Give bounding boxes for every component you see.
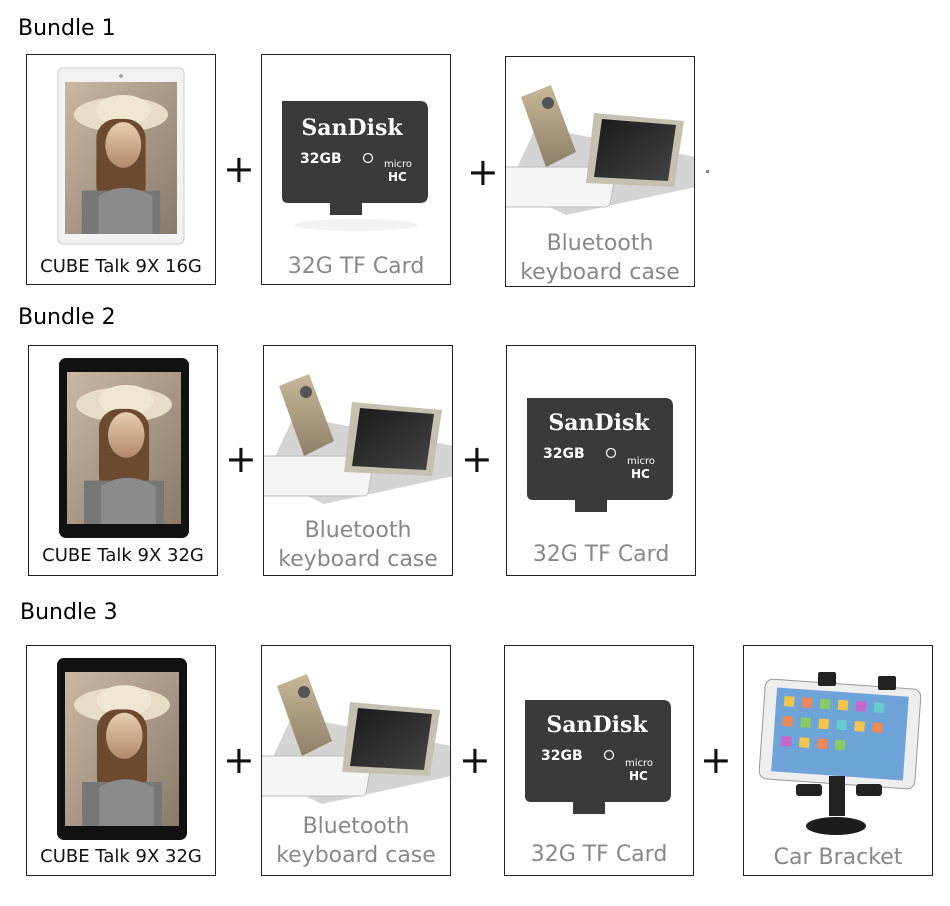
keyboard-case-image	[264, 374, 452, 504]
bundle-1-title: Bundle 1	[18, 16, 116, 41]
tablet-32g-label: CUBE Talk 9X 32G	[40, 846, 202, 867]
sd-brand-text: SanDisk	[301, 115, 403, 141]
keyboard-case-label: Bluetooth keyboard case	[276, 814, 436, 868]
sd-card-card[interactable]: SanDisk 32GB micro HC 32G TF Card	[504, 645, 694, 876]
svg-text:HC: HC	[631, 467, 650, 481]
tablet-black-card[interactable]: CUBE Talk 9X 32G	[28, 345, 218, 576]
car-bracket-card[interactable]: Car Bracket	[743, 645, 933, 876]
plus-sign: +	[461, 437, 493, 481]
keyboard-case-card[interactable]: Bluetooth keyboard case	[261, 645, 451, 876]
svg-text:micro: micro	[627, 456, 655, 467]
stray-dot	[706, 170, 709, 173]
svg-text:32GB: 32GB	[543, 446, 585, 462]
sd-card-card[interactable]: SanDisk 32GB micro HC 32G TF Card	[261, 54, 451, 285]
sd-card-image: SanDisk 32GB micro HC	[527, 398, 673, 512]
svg-text:micro: micro	[384, 159, 412, 170]
svg-text:32GB: 32GB	[541, 748, 583, 764]
keyboard-case-label: Bluetooth keyboard case	[520, 231, 680, 285]
tablet-white-image	[57, 67, 185, 245]
sd-card-image: SanDisk 32GB micro HC	[282, 101, 428, 231]
sd-card-image: SanDisk 32GB micro HC	[525, 700, 671, 814]
plus-sign: +	[223, 738, 255, 782]
keyboard-case-image	[506, 85, 694, 215]
svg-text:HC: HC	[629, 769, 648, 783]
tablet-32g-label: CUBE Talk 9X 32G	[42, 545, 204, 566]
keyboard-case-card[interactable]: Bluetooth keyboard case	[263, 345, 453, 576]
tablet-black-card[interactable]: CUBE Talk 9X 32G	[26, 645, 216, 876]
tablet-black-image	[59, 358, 189, 538]
plus-sign: +	[467, 150, 499, 194]
keyboard-case-card[interactable]: Bluetooth keyboard case	[505, 56, 695, 287]
car-bracket-label: Car Bracket	[773, 845, 903, 870]
sd-card-label: 32G TF Card	[530, 842, 668, 867]
svg-text:micro: micro	[625, 758, 653, 769]
svg-text:SanDisk: SanDisk	[548, 410, 650, 436]
car-bracket-image	[758, 672, 922, 835]
tablet-16g-label: CUBE Talk 9X 16G	[40, 256, 202, 277]
plus-sign: +	[225, 437, 257, 481]
svg-text:32GB: 32GB	[300, 151, 342, 167]
keyboard-case-label: Bluetooth keyboard case	[278, 518, 438, 572]
sd-card-label: 32G TF Card	[287, 254, 425, 279]
plus-sign: +	[459, 738, 491, 782]
svg-text:SanDisk: SanDisk	[546, 712, 648, 738]
plus-sign: +	[223, 147, 255, 191]
sd-card-label: 32G TF Card	[532, 542, 670, 567]
svg-text:HC: HC	[388, 170, 407, 184]
tablet-white-card[interactable]: CUBE Talk 9X 16G	[26, 54, 216, 285]
keyboard-case-image	[262, 674, 450, 804]
sd-card-card[interactable]: SanDisk 32GB micro HC 32G TF Card	[506, 345, 696, 576]
bundle-2-title: Bundle 2	[18, 305, 116, 330]
bundle-3-title: Bundle 3	[20, 600, 118, 625]
plus-sign: +	[700, 738, 732, 782]
tablet-black-image	[57, 658, 187, 840]
